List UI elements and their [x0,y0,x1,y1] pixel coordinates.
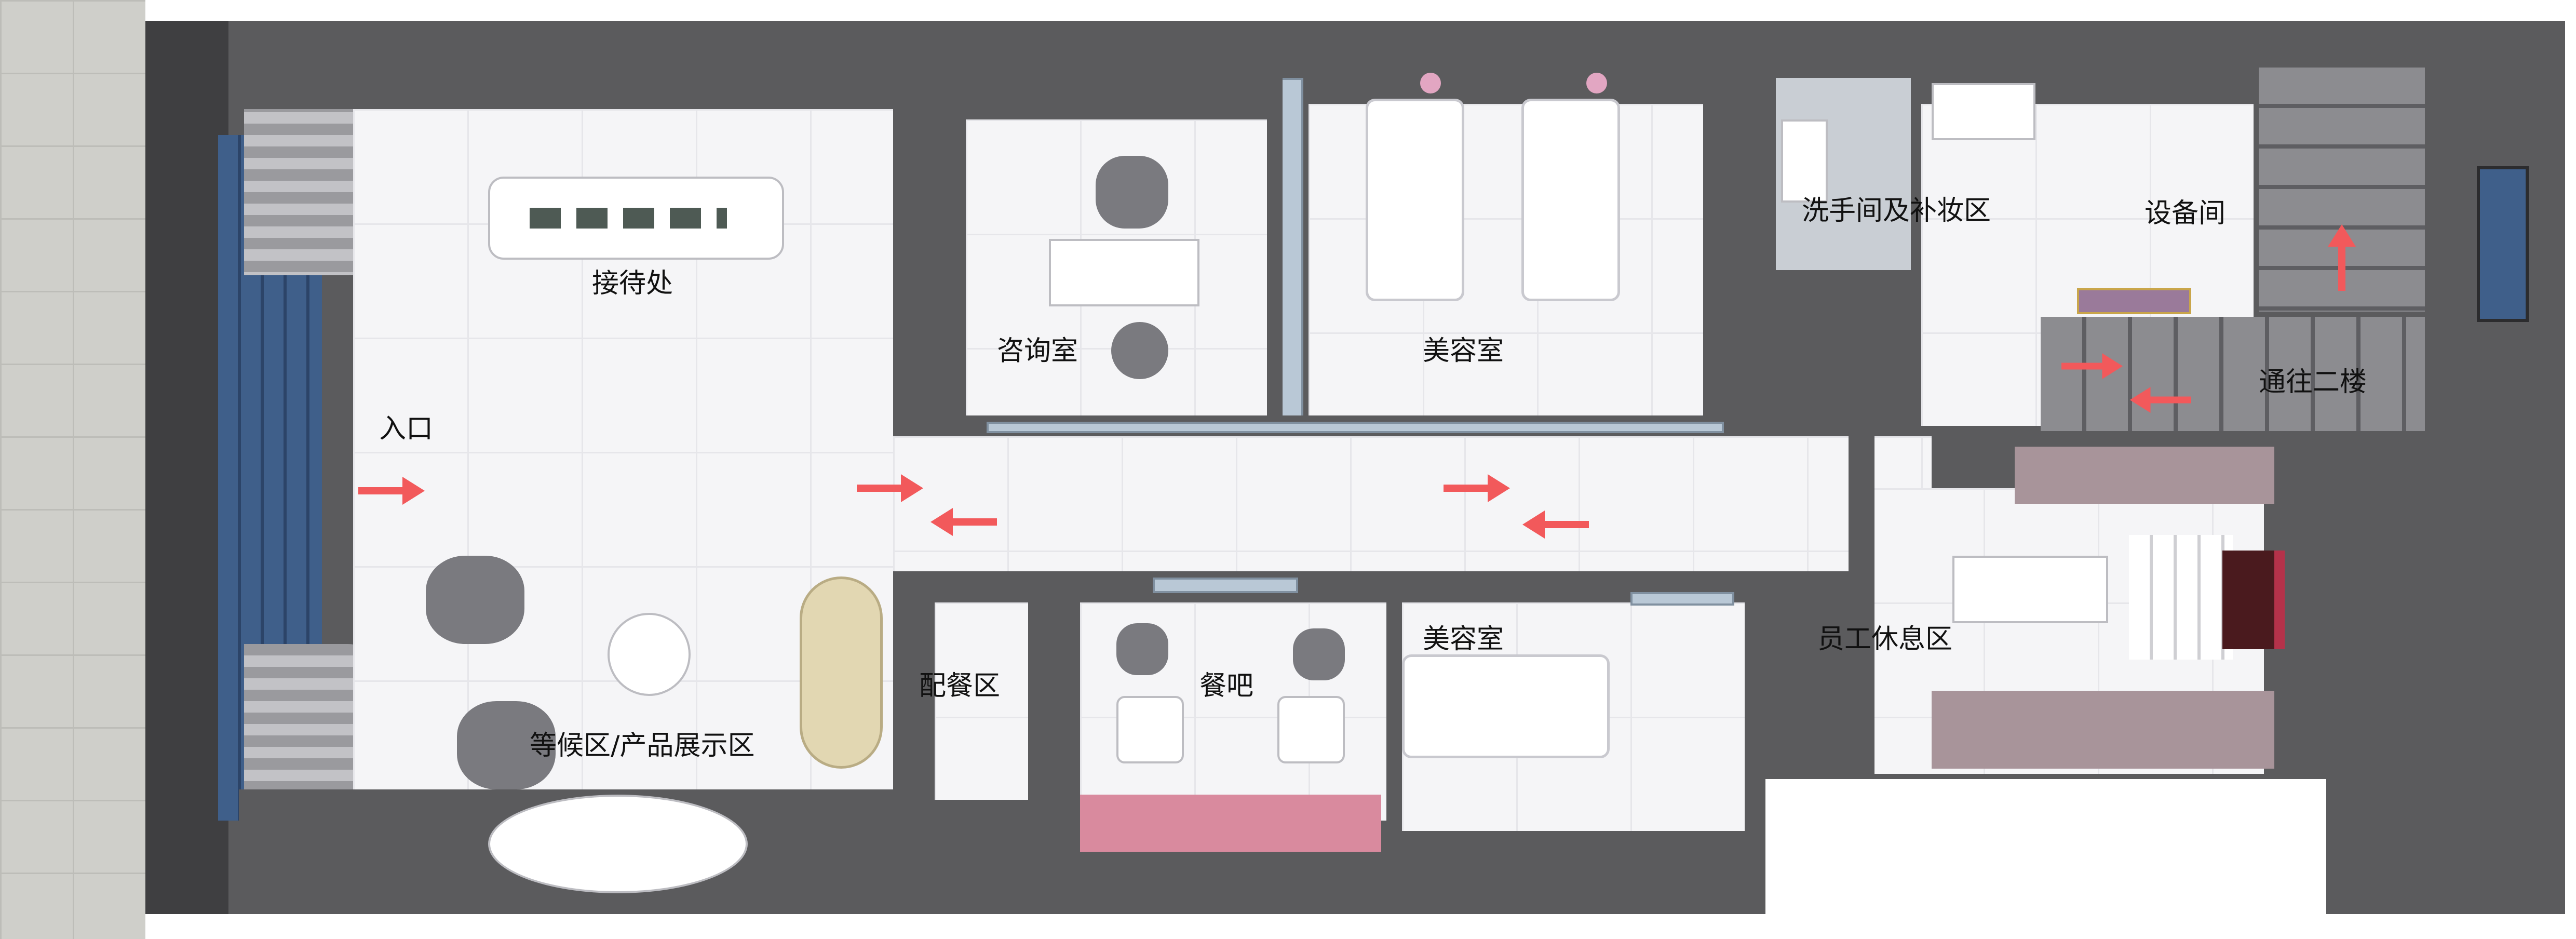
mauve-bench-top [2015,447,2274,504]
stair-bench [2077,288,2191,314]
armchair-2 [457,701,556,789]
label-stairs: 通往二楼 [2259,367,2367,398]
consult-chair-bottom [1111,322,1168,379]
equipment-cabinet [1932,83,2035,140]
exterior-pavement [0,0,145,939]
dining-table-2 [1277,696,1345,763]
consult-chair-top [1096,156,1168,229]
dining-chair-2 [1293,628,1345,680]
dining-chair-1 [1116,623,1168,675]
beauty-bed-2 [1521,99,1620,301]
round-display-table [488,795,748,893]
wall-lobby-top [239,21,893,109]
arrow-entrance-right-icon [358,477,425,505]
corridor-glass-top [987,422,1724,433]
dining-table-1 [1116,696,1184,763]
arrow-stairs-up-icon [2328,224,2356,291]
pink-bench [1070,795,1381,852]
facade-column [145,21,228,914]
label-beauty-room-bottom: 美容室 [1423,624,1504,655]
label-entrance: 入口 [379,413,434,445]
pantry-floor [935,602,1028,800]
label-beauty-room-top: 美容室 [1423,336,1504,367]
corridor-floor [893,436,1932,571]
consult-room-floor [966,119,1267,421]
corridor-glass-bottom-right [1630,592,1734,606]
wall-pantry-right [1028,571,1080,914]
washroom-sink [1781,119,1828,203]
beauty-bed-1 [1366,99,1464,301]
armchair-1 [426,556,524,644]
curved-sofa [800,576,883,769]
consult-desk [1049,239,1199,306]
right-window [2477,166,2529,322]
dark-red-door [2222,551,2285,649]
arrow-stairs-left-icon [2129,387,2191,413]
wall-beauty-right [1703,62,1776,436]
beauty-bed-bottom [1402,654,1610,758]
arrow-stairs-right-icon [2061,353,2123,379]
label-reception: 接待处 [592,268,673,299]
reception-counter-items [530,208,727,229]
label-equipment-room: 设备间 [2145,198,2226,229]
arrow-corridor-right-1-icon [857,474,923,502]
label-washroom: 洗手间及补妆区 [1802,195,1991,226]
wall-consult-right [1267,62,1283,436]
pink-lamp-2 [1586,73,1607,93]
label-consult-room: 咨询室 [997,336,1078,367]
wall-pantry-left [893,571,935,914]
arrow-corridor-left-1-icon [930,508,997,536]
label-waiting-area: 等候区/产品展示区 [530,730,755,761]
corridor-glass-bottom [1153,578,1298,593]
pink-lamp-1 [1420,73,1441,93]
bottom-right-floor [1755,779,2326,914]
label-pantry: 配餐区 [919,670,1001,702]
wall-beauty-bottom-right [1745,571,1765,914]
staff-table [1952,556,2108,623]
label-staff-lounge: 员工休息区 [1817,624,1953,655]
arrow-corridor-left-2-icon [1522,511,1589,539]
arrow-corridor-right-2-icon [1444,474,1510,502]
round-coffee-table [608,613,691,696]
mauve-bench-bottom [1932,691,2274,769]
staff-shelf [2129,535,2233,660]
wall-dining-right [1386,571,1402,883]
wall-staff-left [1849,426,1874,779]
wall-consult-left [893,62,966,436]
label-dining: 餐吧 [1199,670,1254,702]
